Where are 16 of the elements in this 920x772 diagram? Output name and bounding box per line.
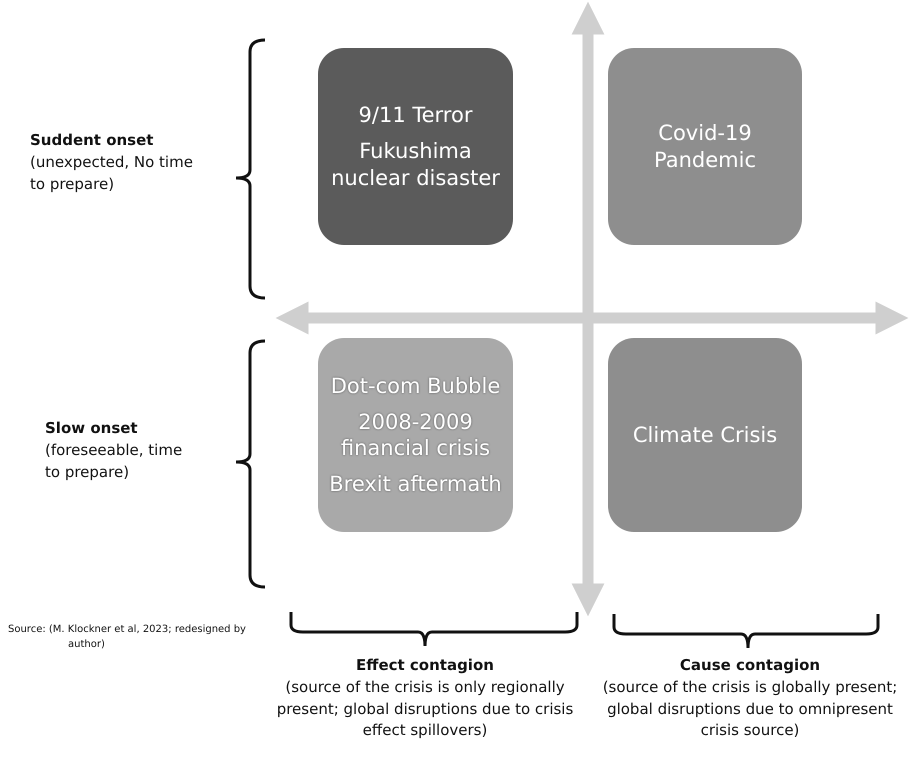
crisis-text: Climate Crisis xyxy=(632,422,778,448)
column-label: Cause contagion (source of the crisis is globally present; global disruptions due to omnipresent crisis source) xyxy=(602,655,898,742)
crisis-text: Brexit aftermath xyxy=(329,471,502,498)
quadrant-box xyxy=(608,338,802,532)
row-label: Slow onset (foreseeable, time to prepare) xyxy=(45,418,184,482)
quadrant-box xyxy=(318,48,513,245)
crisis-text: 2008-2009 financial crisis xyxy=(340,408,492,462)
source-note: Source: (M. Klockner et al, 2023; redesigned by author) xyxy=(8,623,247,652)
column-label: Effect contagion (source of the crisis is only regionally present; global disruptions due to crisis effect spillovers) xyxy=(276,655,574,742)
crisis-text: 9/11 Terror xyxy=(358,102,472,128)
crisis-text: Dot-com Bubble xyxy=(330,372,500,399)
crisis-text: Fukushima nuclear disaster xyxy=(330,138,501,191)
quadrant-box xyxy=(608,48,802,245)
crisis-text: Covid-19 Pandemic xyxy=(653,120,757,173)
quadrant-box xyxy=(318,338,513,532)
row-label: Suddent onset (unexpected, No time to prepare) xyxy=(30,130,194,194)
